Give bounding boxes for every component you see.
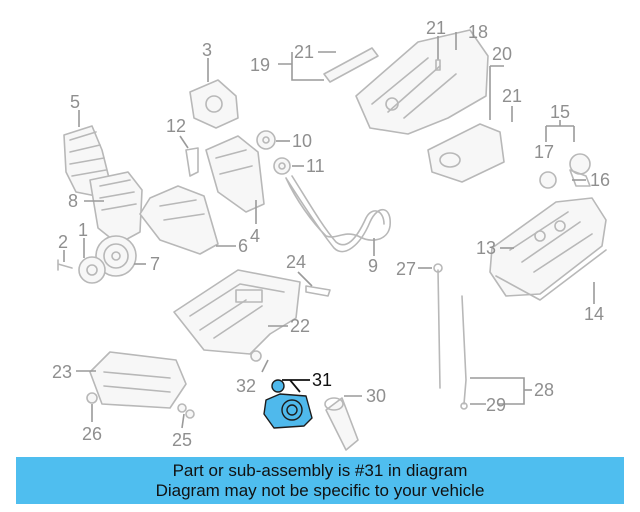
part-31-highlighted[interactable] [263,379,313,429]
engine-parts-diagram: 1 2 3 4 5 6 7 8 9 10 11 12 13 14 15 16 1… [52,18,610,451]
part-8-cover [84,171,143,245]
part-22-oil-pan [173,269,301,355]
part-26-drain-plug [86,392,98,422]
callout-22: 22 [290,316,310,336]
part-1-balancer [78,238,106,284]
callout-21-a: 21 [294,42,314,62]
part-9-belt [285,175,391,256]
banner-line-2: Diagram may not be specific to your vehi… [155,481,485,500]
callout-19: 19 [250,55,270,75]
part-6-cover [139,185,236,255]
callout-18: 18 [468,22,488,42]
callout-7: 7 [150,254,160,274]
part-32-bolt [250,350,269,373]
callout-26: 26 [82,424,102,444]
part-15-cap [539,120,591,189]
callout-17: 17 [534,142,554,162]
callout-6: 6 [238,236,248,256]
callout-11: 11 [306,156,325,176]
callout-10: 10 [292,131,312,151]
part-19-fuel-rail [278,47,379,83]
part-2-bolt [57,250,73,271]
callout-1: 1 [78,220,88,240]
callout-23: 23 [52,362,72,382]
part-23-lower-pan [76,351,187,409]
callout-28: 28 [534,380,554,400]
part-13-valve-cover [489,197,607,304]
callout-30: 30 [366,386,386,406]
callout-9: 9 [368,256,378,276]
banner-line-1: Part or sub-assembly is #31 in diagram [172,461,468,480]
callout-12: 12 [166,116,186,136]
part-27-dipstick [418,263,443,389]
callout-32: 32 [236,376,256,396]
callout-20: 20 [492,44,512,64]
callout-21-c: 21 [502,86,522,106]
callout-13: 13 [476,238,496,258]
part-30-oil-filter [324,395,362,451]
part-20-manifold [427,65,505,183]
part-10-idler [256,130,290,150]
callout-15: 15 [550,102,570,122]
callout-31: 31 [312,370,332,390]
callout-27: 27 [396,259,416,279]
part-24-bracket [297,271,331,297]
part-25-bolts [177,403,195,429]
part-28-dipstick-tube [460,295,532,410]
part-4-cover [205,135,265,224]
part-18-intake-manifold [355,29,489,135]
info-banner: Part or sub-assembly is #31 in diagram D… [16,457,624,504]
callout-8: 8 [68,191,78,211]
callout-24: 24 [286,252,306,272]
callout-14: 14 [584,304,604,324]
callout-29: 29 [486,395,506,415]
callout-25: 25 [172,430,192,450]
part-12-bracket [179,135,199,177]
callout-3: 3 [202,40,212,60]
callout-2: 2 [58,232,68,252]
part-21-bolts [435,36,513,122]
callout-5: 5 [70,92,80,112]
part-11-idler [273,157,304,175]
callout-4: 4 [250,226,260,246]
part-7-pulley [95,235,146,277]
callout-16: 16 [590,170,610,190]
callout-21-b: 21 [426,18,446,38]
part-3-timing-cover [189,58,239,129]
